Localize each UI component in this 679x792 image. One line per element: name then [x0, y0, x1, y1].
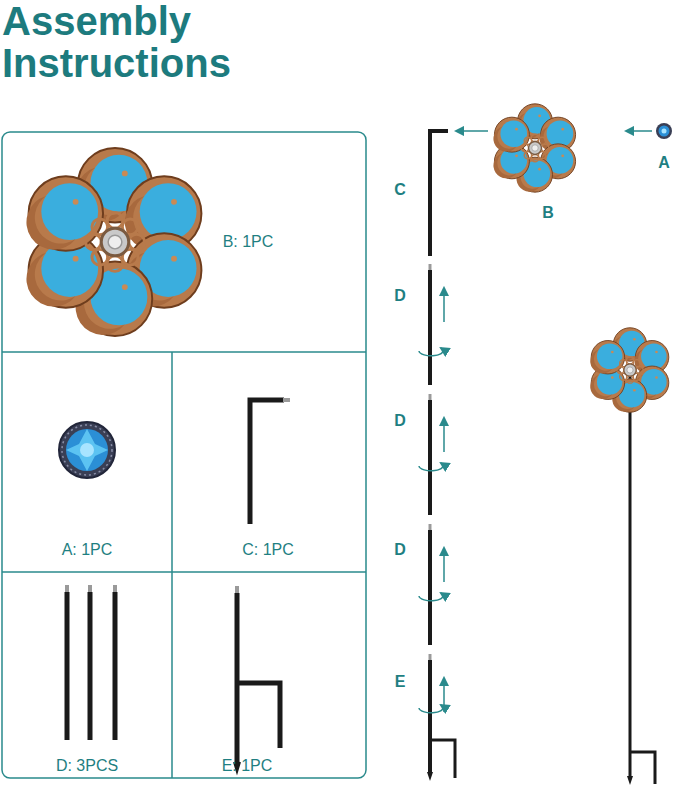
exploded-view: [419, 104, 672, 781]
parts-cell: A: 1PC: [2, 352, 172, 572]
part-letter: B: [542, 204, 554, 222]
part-count: E: 1PC: [222, 757, 273, 775]
spinner-head: [26, 148, 201, 336]
ground-stake: [234, 586, 280, 772]
part-count: C: 1PC: [242, 541, 294, 559]
part-count: D: 3PCS: [56, 757, 118, 775]
page-title: Assembly Instructions: [2, 0, 302, 84]
part-letter: C: [394, 181, 406, 199]
part-letter: D: [394, 541, 406, 559]
part-count: A: 1PC: [62, 541, 113, 559]
part-letter: A: [658, 154, 670, 172]
part-count: B: 1PC: [223, 233, 274, 251]
middle-rods: [67, 585, 115, 740]
top-rod: [250, 400, 290, 524]
parts-cell: D: 3PCS: [2, 572, 172, 778]
part-letter: D: [394, 287, 406, 305]
part-letter: D: [394, 412, 406, 430]
part-letter: E: [395, 673, 406, 691]
parts-cell: B: 1PC: [2, 132, 366, 352]
parts-cell: E: 1PC: [172, 572, 366, 778]
parts-cell: C: 1PC: [172, 352, 366, 572]
parts-table: [2, 132, 366, 778]
assembled-spinner: [590, 328, 669, 785]
gem-cap: [59, 422, 115, 478]
